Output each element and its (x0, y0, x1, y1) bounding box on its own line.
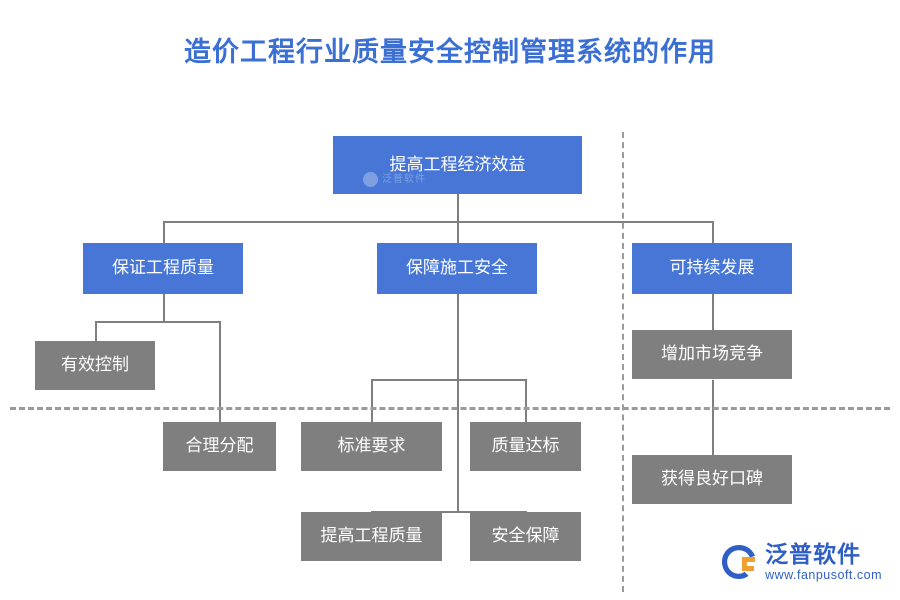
node-effective-control[interactable]: 有效控制 (35, 341, 155, 390)
connector-to-sustain (712, 221, 714, 243)
connector-quality-to-alloc (219, 321, 221, 422)
company-logo: 泛普软件 www.fanpusoft.com (720, 542, 882, 582)
node-quality-reached-label: 质量达标 (491, 436, 560, 456)
node-sustainable-development[interactable]: 可持续发展 (632, 243, 792, 294)
node-market-competition-label: 增加市场竞争 (661, 344, 763, 364)
connector-safety-lower-bus (371, 511, 525, 513)
connector-bus-level2 (163, 221, 713, 223)
fanpu-logo-icon (720, 543, 758, 581)
node-construction-safety-label: 保障施工安全 (406, 258, 508, 278)
node-good-reputation[interactable]: 获得良好口碑 (632, 455, 792, 504)
node-ensure-quality[interactable]: 保证工程质量 (83, 243, 243, 294)
connector-quality-down (163, 294, 165, 322)
horizontal-dashed-divider (10, 407, 890, 410)
node-standard-requirement[interactable]: 标准要求 (301, 422, 442, 471)
circle-mark-icon (363, 172, 378, 187)
connector-safety-bus (371, 379, 525, 381)
node-sustainable-development-label: 可持续发展 (669, 258, 755, 278)
connector-safety-to-reach (525, 379, 527, 422)
node-reasonable-allocation-label: 合理分配 (185, 436, 254, 456)
node-improve-project-quality[interactable]: 提高工程质量 (301, 512, 442, 561)
connector-safety-down (457, 294, 459, 380)
node-reasonable-allocation[interactable]: 合理分配 (163, 422, 276, 471)
node-safety-guarantee[interactable]: 安全保障 (470, 512, 581, 561)
node-market-competition[interactable]: 增加市场竞争 (632, 330, 792, 379)
node-quality-reached[interactable]: 质量达标 (470, 422, 581, 471)
logo-company-name: 泛普软件 (765, 540, 862, 567)
node-improve-project-quality-label: 提高工程质量 (320, 526, 423, 546)
vertical-dashed-divider (622, 132, 624, 592)
node-root-label: 提高工程经济效益 (389, 154, 526, 174)
node-ensure-quality-label: 保证工程质量 (112, 258, 214, 278)
connector-to-quality (163, 221, 165, 243)
logo-url: www.fanpusoft.com (765, 568, 882, 582)
connector-root-down (457, 194, 459, 222)
node-safety-guarantee-label: 安全保障 (491, 526, 560, 546)
node-construction-safety[interactable]: 保障施工安全 (377, 243, 537, 294)
node-effective-control-label: 有效控制 (61, 355, 129, 375)
connector-market-to-word (712, 380, 714, 455)
node-root[interactable]: 提高工程经济效益 泛普软件 (333, 136, 582, 194)
connector-to-safety (457, 221, 459, 243)
node-good-reputation-label: 获得良好口碑 (661, 469, 763, 489)
connector-safety-lower-down (457, 379, 459, 512)
connector-sustain-to-market (712, 294, 714, 330)
connector-quality-bus (95, 321, 219, 323)
page-title: 造价工程行业质量安全控制管理系统的作用 (184, 37, 716, 67)
logo-text-block: 泛普软件 www.fanpusoft.com (765, 542, 882, 582)
node-standard-requirement-label: 标准要求 (337, 436, 406, 456)
connector-quality-to-control (95, 321, 97, 341)
watermark-label: 泛普软件 (382, 173, 426, 185)
connector-safety-to-standard (371, 379, 373, 422)
